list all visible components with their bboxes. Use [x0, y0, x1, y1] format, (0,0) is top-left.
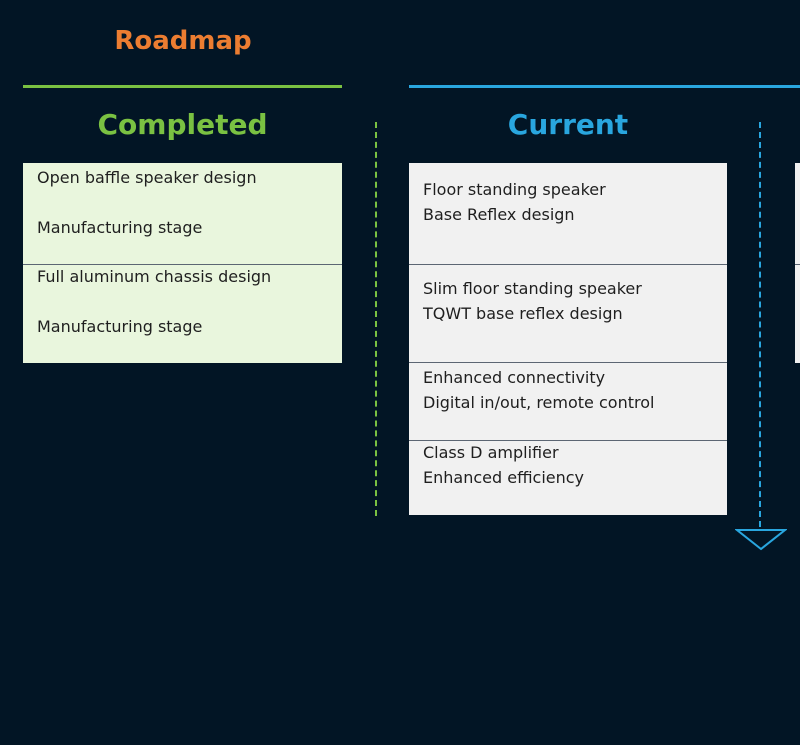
row-divider: [409, 264, 727, 265]
completed-box: Open baffle speaker design Manufacturing…: [23, 163, 342, 363]
next-column-box: [795, 163, 800, 363]
completed-column-rule: [23, 85, 342, 88]
triangle-down-icon: [735, 529, 787, 551]
completed-item: Open baffle speaker design Manufacturing…: [23, 165, 342, 265]
completed-heading: Completed: [97, 108, 268, 141]
completed-item: Full aluminum chassis design Manufacturi…: [23, 264, 342, 363]
item-detail: Enhanced efficiency: [423, 468, 585, 487]
item-title: Floor standing speaker: [423, 180, 606, 199]
item-detail: TQWT base reflex design: [423, 304, 623, 323]
item-detail: Manufacturing stage: [37, 317, 203, 336]
item-detail: Manufacturing stage: [37, 218, 203, 237]
item-title: Class D amplifier: [423, 443, 559, 462]
completed-separator: [375, 122, 377, 516]
page-title: Roadmap: [114, 26, 252, 56]
item-title: Full aluminum chassis design: [37, 267, 272, 286]
current-item: Class D amplifier Enhanced efficiency: [409, 440, 727, 515]
row-divider: [409, 362, 727, 363]
item-detail: Digital in/out, remote control: [423, 393, 655, 412]
item-title: Enhanced connectivity: [423, 368, 606, 387]
current-box: Floor standing speaker Base Reflex desig…: [409, 163, 727, 515]
current-column-rule: [409, 85, 800, 88]
row-divider: [23, 264, 342, 265]
current-item: Slim floor standing speaker TQWT base re…: [409, 276, 727, 362]
current-item: Floor standing speaker Base Reflex desig…: [409, 177, 727, 265]
current-item: Enhanced connectivity Digital in/out, re…: [409, 365, 727, 440]
item-title: Open baffle speaker design: [37, 168, 257, 187]
current-separator: [759, 122, 761, 527]
item-title: Slim floor standing speaker: [423, 279, 642, 298]
current-heading: Current: [507, 108, 629, 141]
item-detail: Base Reflex design: [423, 205, 575, 224]
row-divider: [795, 264, 800, 265]
row-divider: [409, 440, 727, 441]
